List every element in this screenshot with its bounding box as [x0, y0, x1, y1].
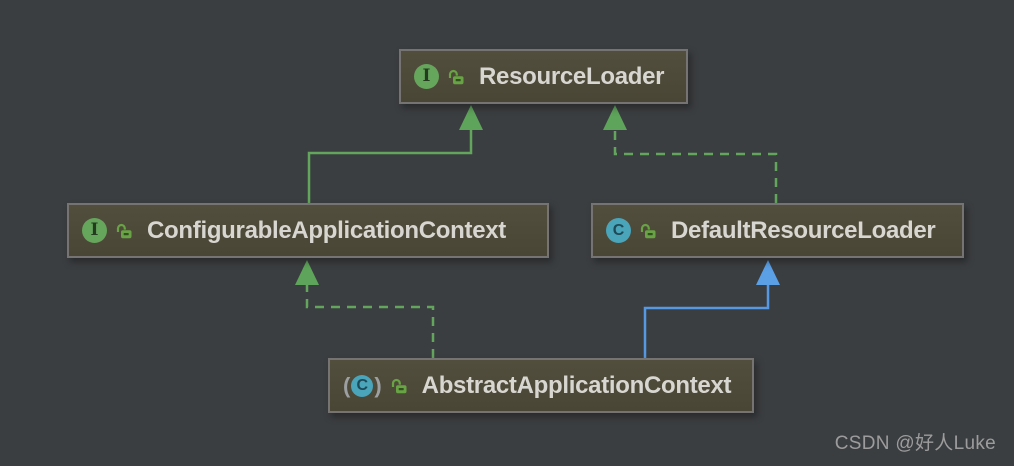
class-name-label: DefaultResourceLoader	[671, 216, 936, 244]
interface-icon: I	[414, 64, 439, 89]
public-unlocked-lock-icon	[115, 222, 133, 239]
edge-abstract-extends-defaultloader[interactable]	[643, 260, 780, 358]
class-name-label: ConfigurableApplicationContext	[147, 216, 506, 244]
hollow-triangle-arrowhead	[756, 260, 780, 285]
edge-abstract-implements-configurable[interactable]	[295, 260, 435, 358]
hollow-triangle-arrowhead	[603, 105, 627, 130]
class-node-resourceloader[interactable]: I ResourceLoader	[399, 49, 688, 104]
class-node-abstractapplicationcontext[interactable]: ( C ) AbstractApplicationContext	[328, 358, 754, 413]
csdn-watermark: CSDN @好人Luke	[834, 433, 996, 454]
edge-configurable-extends-resourceloader[interactable]	[307, 105, 483, 203]
public-unlocked-lock-icon	[639, 222, 657, 239]
edge-defaultloader-implements-resourceloader[interactable]	[603, 105, 778, 203]
interface-icon: I	[82, 218, 107, 243]
class-name-label: ResourceLoader	[479, 62, 665, 90]
hollow-triangle-arrowhead	[295, 260, 319, 285]
public-unlocked-lock-icon	[390, 377, 408, 394]
hollow-triangle-arrowhead	[459, 105, 483, 130]
public-unlocked-lock-icon	[447, 68, 465, 85]
class-icon: C	[606, 218, 631, 243]
abstract-class-icon: ( C )	[343, 372, 382, 398]
class-node-configurableapplicationcontext[interactable]: I ConfigurableApplicationContext	[67, 203, 549, 258]
class-name-label: AbstractApplicationContext	[421, 371, 732, 399]
class-node-defaultresourceloader[interactable]: C DefaultResourceLoader	[591, 203, 964, 258]
